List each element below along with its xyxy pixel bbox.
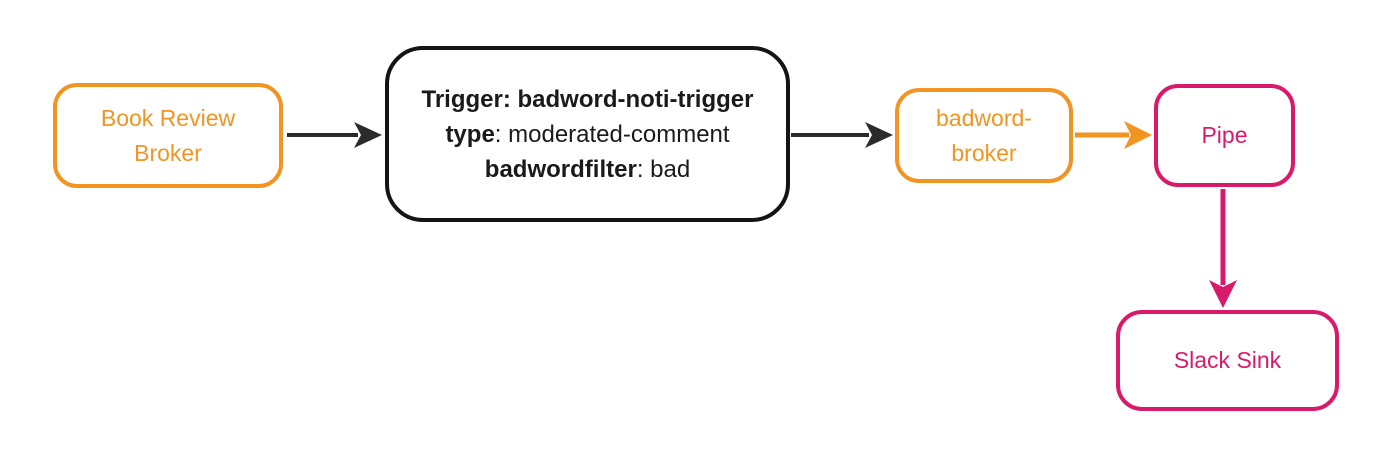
trigger-name-text: Trigger: badword-noti-trigger <box>421 85 754 113</box>
trigger-name-line: Trigger: badword-noti-trigger <box>422 82 754 117</box>
arrowhead-right-icon <box>354 122 382 148</box>
trigger-filter-line: badwordfilter: bad <box>485 152 690 187</box>
node-badword-broker: badword- broker <box>895 88 1073 183</box>
node-pipe-label: Pipe <box>1201 122 1248 148</box>
node-badword-broker-label: badword- broker <box>936 104 1032 166</box>
trigger-type-value: : moderated-comment <box>494 120 730 148</box>
edge-pipe-to-slack-sink <box>1209 189 1237 308</box>
trigger-type-line: type: moderated-comment <box>445 117 729 152</box>
node-book-review-broker-label: Book Review Broker <box>100 104 236 166</box>
node-trigger-details: Trigger: badword-noti-trigger type: mode… <box>385 46 790 222</box>
trigger-filter-key: badwordfilter <box>484 155 637 183</box>
arrowhead-down-icon <box>1209 280 1237 308</box>
edge-badword-broker-to-pipe <box>1075 121 1152 149</box>
node-slack-sink-label: Slack Sink <box>1173 347 1282 373</box>
node-slack-sink: Slack Sink <box>1116 310 1339 411</box>
node-book-review-broker: Book Review Broker <box>53 83 283 188</box>
edge-trigger-to-badword-broker <box>791 122 893 148</box>
trigger-filter-value: : bad <box>636 155 691 183</box>
node-pipe: Pipe <box>1154 84 1295 187</box>
edge-book-review-broker-to-trigger <box>287 122 382 148</box>
arrowhead-right-icon <box>865 122 893 148</box>
arrowhead-right-icon <box>1124 121 1152 149</box>
trigger-type-key: type <box>445 120 495 148</box>
